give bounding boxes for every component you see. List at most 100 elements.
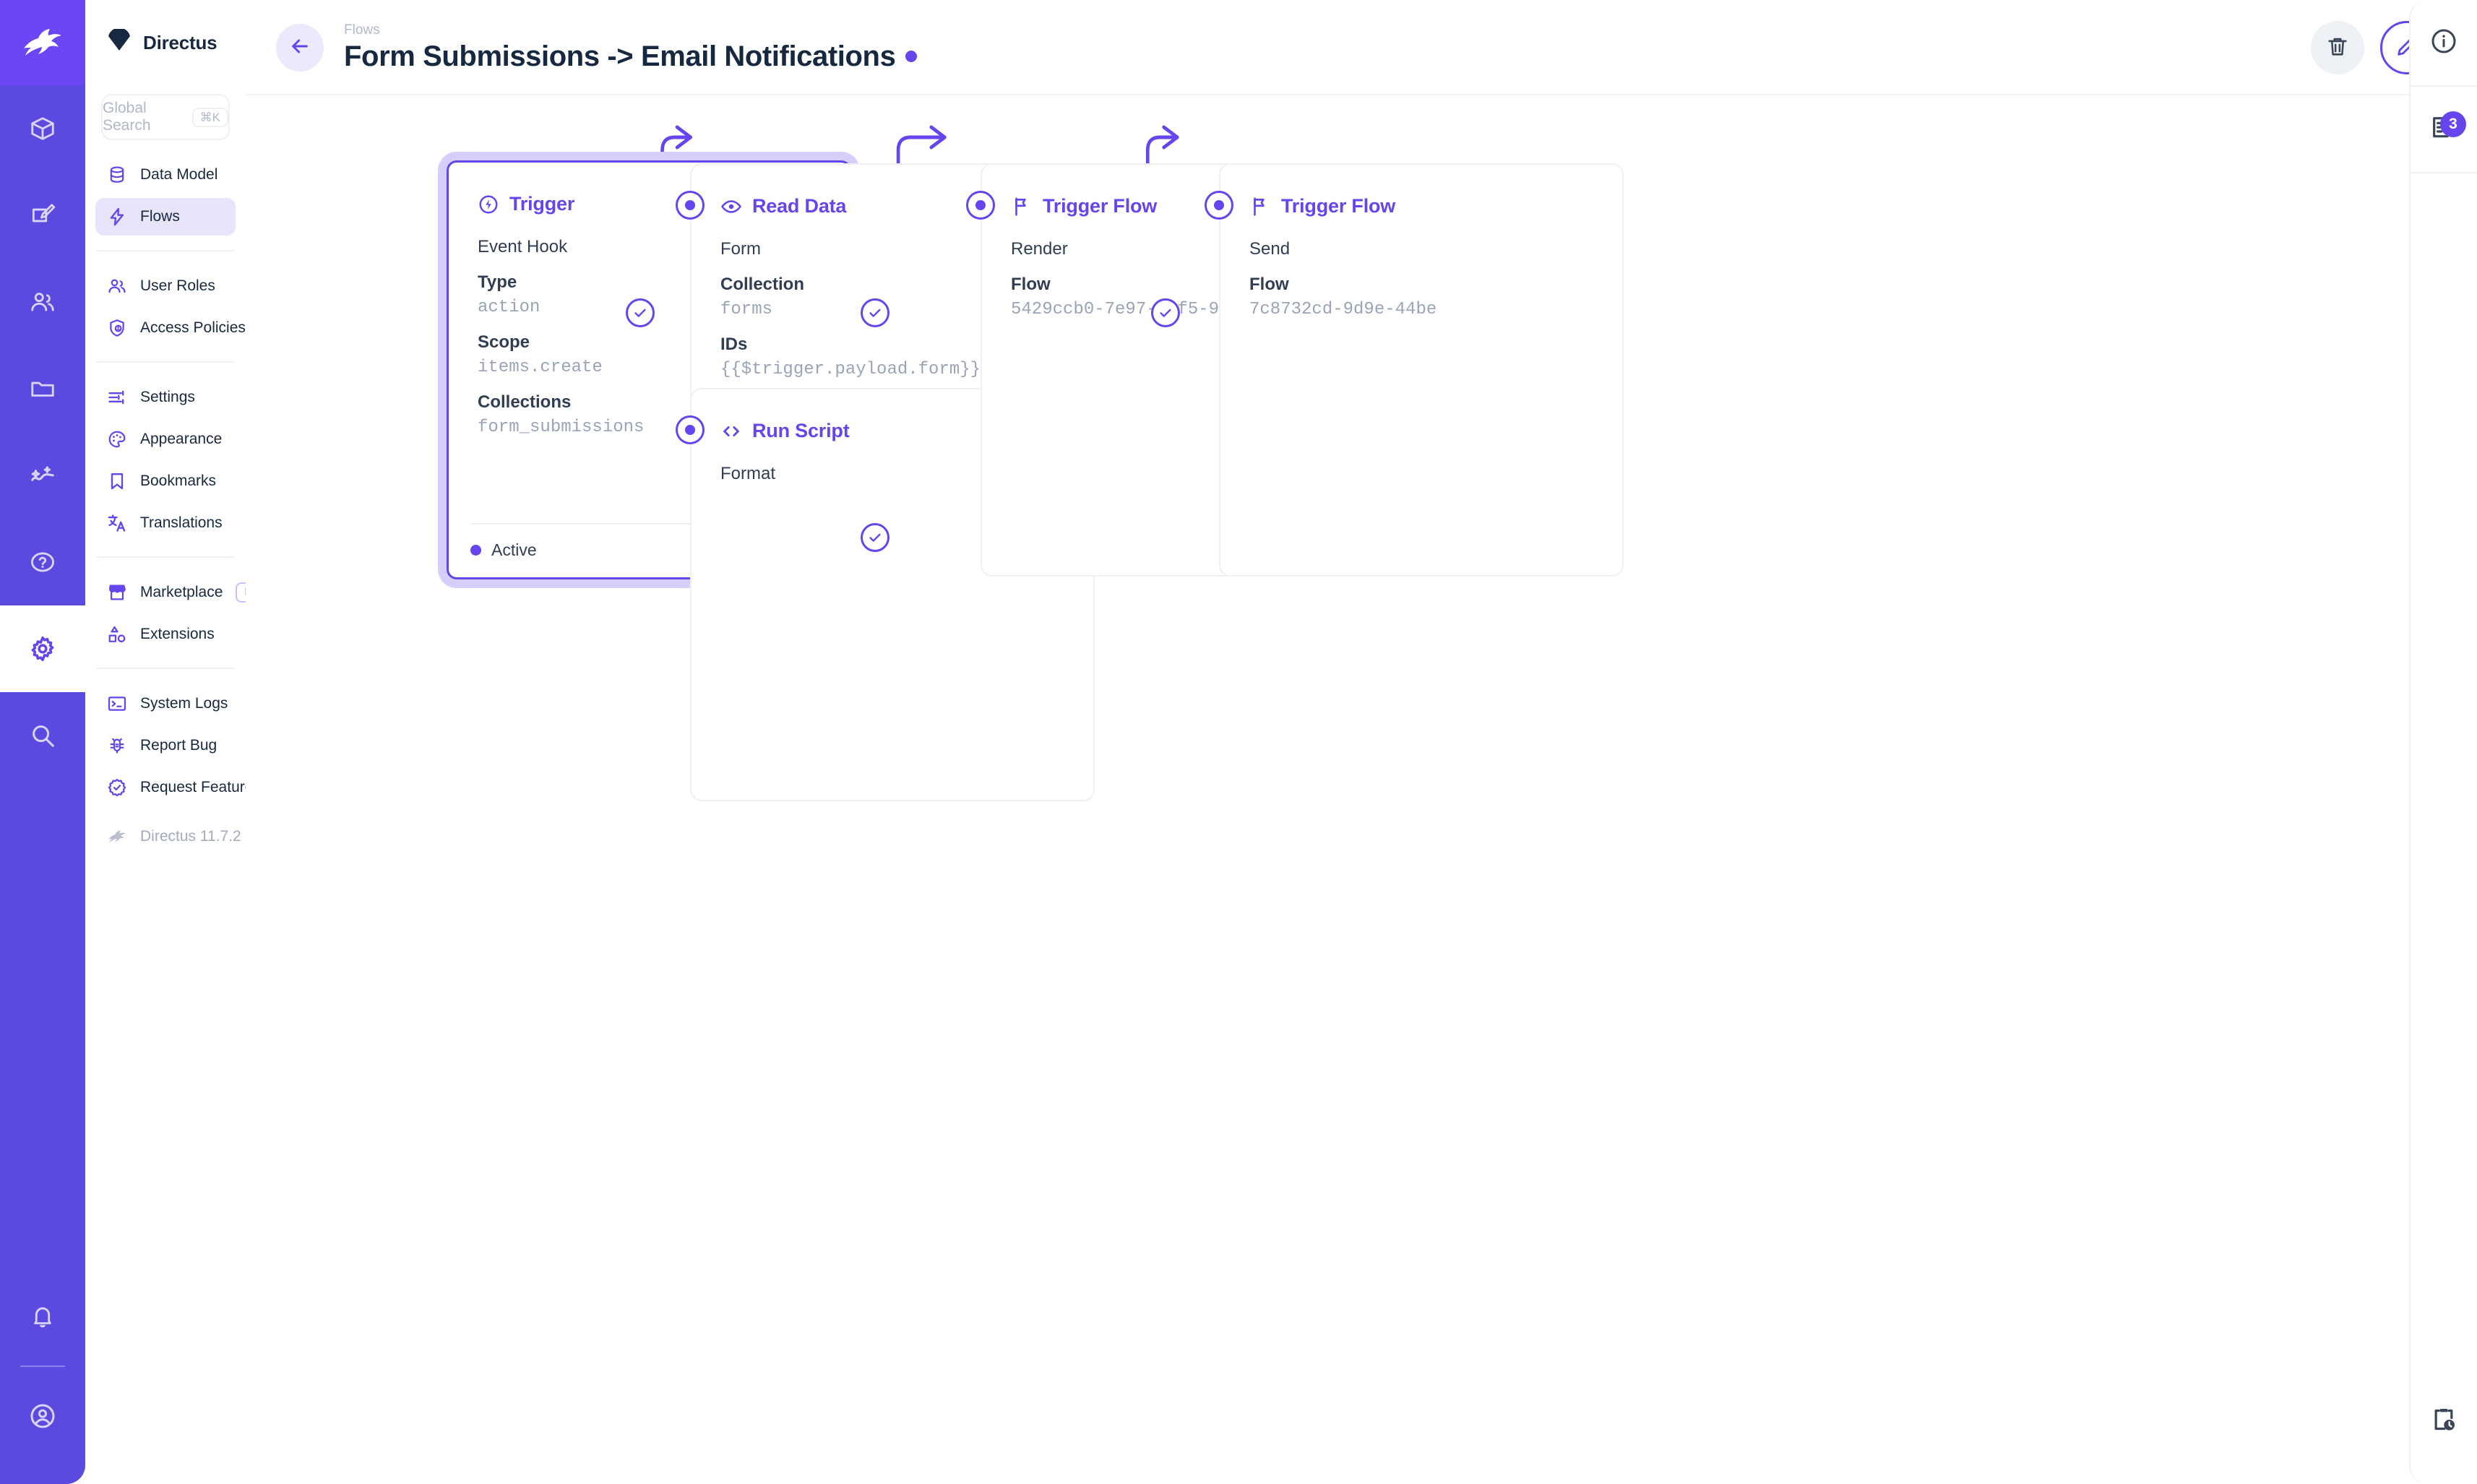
sidebar-item-extensions[interactable]: Extensions <box>95 616 236 653</box>
directus-mark-icon <box>107 27 132 57</box>
search-shortcut-kbd: ⌘K <box>191 107 228 127</box>
insights-icon <box>29 462 56 489</box>
sidebar-group: MarketplaceBetaExtensions <box>85 558 277 653</box>
gear-icon <box>28 634 57 663</box>
logs-count-badge: 3 <box>2440 111 2466 137</box>
shield-user-icon <box>107 318 127 338</box>
field-value: form_submissions <box>478 417 645 437</box>
sidebar-item-label: Marketplace <box>140 584 223 600</box>
rail-item-editor[interactable] <box>0 172 85 259</box>
node-name: Form <box>720 239 761 259</box>
flow-info-button[interactable] <box>2410 0 2477 85</box>
rail-item-settings[interactable] <box>0 605 85 692</box>
trash-icon <box>2325 34 2350 62</box>
node-title: Trigger Flow <box>1043 195 1158 217</box>
sidebar-item-settings[interactable]: Settings <box>95 379 236 416</box>
node-footer: Active <box>470 523 827 560</box>
handle-read-data-input[interactable] <box>676 191 705 220</box>
back-button[interactable] <box>276 24 324 72</box>
active-dot <box>470 545 481 556</box>
palette-icon <box>107 429 127 449</box>
field-key: Type <box>478 272 517 292</box>
delete-flow-button[interactable] <box>2311 21 2364 74</box>
trigger-bolt-icon <box>478 194 499 215</box>
sidebar-divider <box>97 250 234 251</box>
sidebar-item-system-logs[interactable]: System Logs <box>95 685 236 722</box>
rail-item-account[interactable] <box>0 1373 85 1459</box>
users-icon <box>29 288 56 316</box>
bookmark-icon <box>107 471 127 491</box>
sidebar-item-bookmarks[interactable]: Bookmarks <box>95 462 236 500</box>
handle-render-input[interactable] <box>966 191 995 220</box>
sidebar-item-data-model[interactable]: Data Model <box>95 156 236 194</box>
field-key: Flow <box>1249 275 1289 294</box>
sidebar-item-appearance[interactable]: Appearance <box>95 420 236 458</box>
sidebar-item-label: System Logs <box>140 695 228 712</box>
sidebar-item-label: User Roles <box>140 277 215 294</box>
flow-history-button[interactable] <box>2410 1379 2477 1464</box>
rail-divider <box>20 1366 65 1367</box>
topbar-divider <box>246 94 2477 95</box>
rail-item-insights[interactable] <box>0 432 85 519</box>
sidebar-item-marketplace[interactable]: MarketplaceBeta <box>95 574 277 611</box>
page-title: Form Submissions -> Email Notifications <box>344 40 896 72</box>
topbar: Flows Form Submissions -> Email Notifica… <box>246 0 2477 95</box>
sidebar-item-request-feature[interactable]: Request Feature <box>95 769 253 806</box>
account-circle-icon <box>28 1402 57 1431</box>
handle-trigger-resolve[interactable] <box>626 298 655 327</box>
rail-item-help[interactable] <box>0 519 85 605</box>
sidebar-item-label: Request Feature <box>140 779 254 795</box>
handle-send-input[interactable] <box>1205 191 1233 220</box>
lightning-icon <box>107 207 127 227</box>
handle-read-data-resolve[interactable] <box>861 298 889 327</box>
shapes-icon <box>107 624 127 644</box>
users-icon <box>107 276 127 296</box>
handle-run-script-input[interactable] <box>676 415 705 444</box>
node-header: Trigger Flow <box>1249 195 1593 217</box>
translate-icon <box>107 513 127 533</box>
node-status: Active <box>491 540 537 559</box>
terminal-icon <box>107 694 127 714</box>
right-rail: 3 <box>2409 0 2477 1484</box>
flow-canvas[interactable]: Trigger Event Hook Type action Scope ite… <box>246 95 2477 1484</box>
sidebar-item-report-bug[interactable]: Report Bug <box>95 727 236 764</box>
flow-logs-button[interactable]: 3 <box>2410 87 2477 172</box>
sidebar-item-label: Settings <box>140 389 195 405</box>
node-title: Run Script <box>752 420 850 441</box>
version-label-row: Directus 11.7.2 <box>95 818 241 855</box>
store-icon <box>107 582 127 603</box>
rail-item-search[interactable] <box>0 692 85 779</box>
sidebar-item-flows[interactable]: Flows <box>95 198 236 236</box>
field-value: forms <box>720 300 773 320</box>
rail-item-box[interactable] <box>0 85 85 172</box>
flow-node-trigger-flow-send[interactable]: Trigger Flow Send Flow 7c8732cd-9d9e-44b… <box>1219 163 1624 577</box>
directus-rabbit-logo[interactable] <box>0 0 85 85</box>
handle-run-script-resolve[interactable] <box>861 523 889 552</box>
breadcrumb[interactable]: Flows <box>344 22 380 38</box>
node-name: Render <box>1011 239 1068 259</box>
rail-item-notifications[interactable] <box>0 1273 85 1360</box>
field-key: Collection <box>720 275 805 294</box>
search-input[interactable]: Global Search ⌘K <box>101 94 230 140</box>
rail-item-files[interactable] <box>0 345 85 432</box>
field-key: Scope <box>478 332 530 352</box>
sidebar-item-label: Data Model <box>140 166 218 183</box>
sidebar-item-access-policies[interactable]: Access Policies <box>95 309 246 347</box>
sidebar-item-label: Extensions <box>140 626 215 642</box>
bug-icon <box>107 735 127 756</box>
handle-render-resolve[interactable] <box>1151 298 1180 327</box>
node-title: Trigger Flow <box>1281 195 1396 217</box>
field-value: {{$trigger.payload.form}} <box>720 359 981 379</box>
rail-item-users[interactable] <box>0 259 85 345</box>
sidebar-item-translations[interactable]: Translations <box>95 504 236 542</box>
sidebar-item-user-roles[interactable]: User Roles <box>95 267 236 305</box>
sidebar-item-label: Report Bug <box>140 737 217 754</box>
flag-icon <box>1249 196 1271 217</box>
node-name: Send <box>1249 239 1291 259</box>
node-header: Read Data <box>720 195 1064 217</box>
